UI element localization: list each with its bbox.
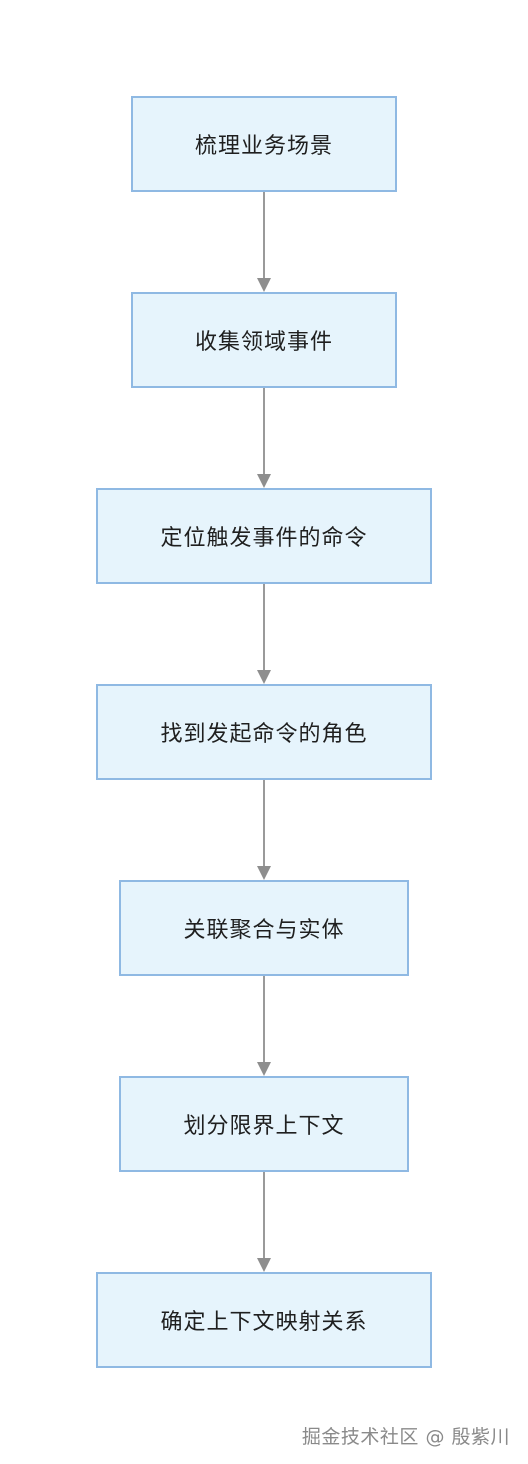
step-box-3: 定位触发事件的命令 bbox=[96, 488, 432, 584]
arrowhead-6 bbox=[257, 1258, 271, 1272]
step-box-4: 找到发起命令的角色 bbox=[96, 684, 432, 780]
step-label-7: 确定上下文映射关系 bbox=[160, 1310, 368, 1335]
step-label-6: 划分限界上下文 bbox=[183, 1114, 345, 1139]
step-box-6: 划分限界上下文 bbox=[119, 1076, 409, 1172]
step-label-4: 找到发起命令的角色 bbox=[160, 722, 368, 747]
arrowhead-1 bbox=[257, 278, 271, 292]
connector-line-5 bbox=[263, 976, 265, 1062]
arrowhead-4 bbox=[257, 866, 271, 880]
watermark-text: 掘金技术社区 @ 殷紫川 bbox=[301, 1426, 510, 1448]
step-box-2: 收集领域事件 bbox=[131, 292, 397, 388]
connector-line-3 bbox=[263, 584, 265, 670]
step-box-1: 梳理业务场景 bbox=[131, 96, 397, 192]
step-label-3: 定位触发事件的命令 bbox=[160, 526, 368, 551]
arrowhead-3 bbox=[257, 670, 271, 684]
step-box-5: 关联聚合与实体 bbox=[119, 880, 409, 976]
step-box-7: 确定上下文映射关系 bbox=[96, 1272, 432, 1368]
step-label-1: 梳理业务场景 bbox=[194, 134, 333, 159]
connector-line-2 bbox=[263, 388, 265, 474]
connector-line-1 bbox=[263, 192, 265, 278]
arrowhead-5 bbox=[257, 1062, 271, 1076]
arrowhead-2 bbox=[257, 474, 271, 488]
connector-line-6 bbox=[263, 1172, 265, 1258]
connector-line-4 bbox=[263, 780, 265, 866]
step-label-2: 收集领域事件 bbox=[194, 330, 333, 355]
step-label-5: 关联聚合与实体 bbox=[183, 918, 345, 943]
